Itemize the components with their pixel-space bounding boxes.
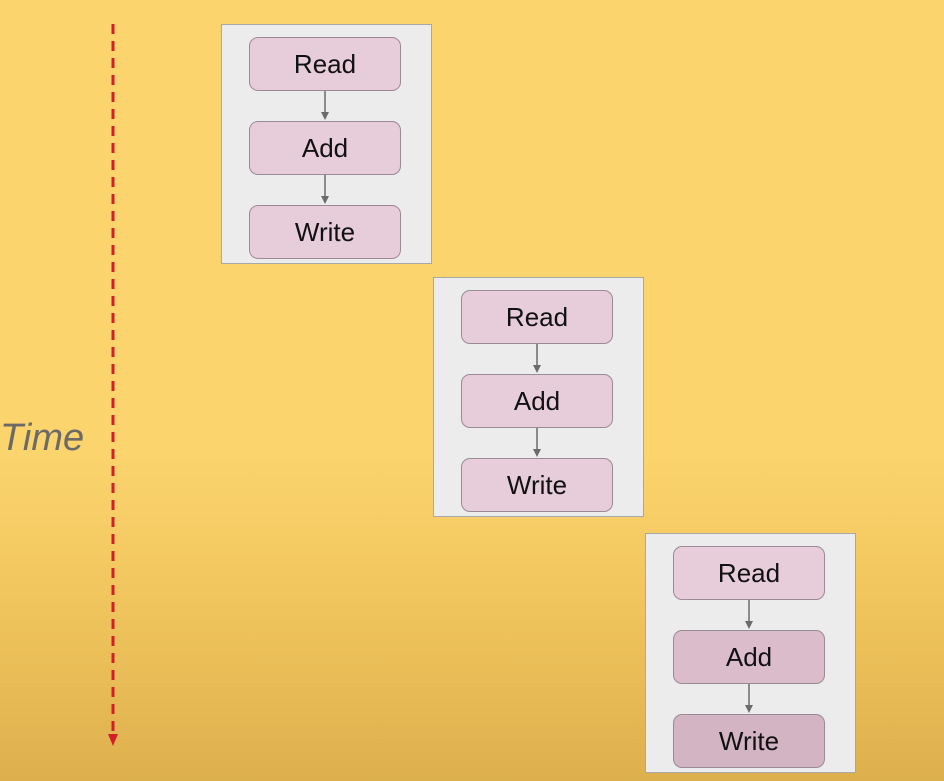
write-step: Write [461, 458, 613, 512]
arrow-down-icon [745, 684, 753, 713]
add-step: Add [249, 121, 401, 175]
read-step: Read [673, 546, 825, 600]
arrow-down-icon [321, 91, 329, 120]
write-step: Write [673, 714, 825, 768]
transaction-3: Read Add Write [645, 533, 856, 773]
time-arrow [108, 24, 118, 746]
time-label: Time [0, 417, 85, 459]
write-step: Write [249, 205, 401, 259]
read-step: Read [249, 37, 401, 91]
transaction-1: Read Add Write [221, 24, 432, 264]
arrow-down-icon [533, 428, 541, 457]
arrow-down-icon [533, 344, 541, 373]
arrow-down-icon [745, 600, 753, 629]
add-step: Add [461, 374, 613, 428]
add-step: Add [673, 630, 825, 684]
transaction-2: Read Add Write [433, 277, 644, 517]
read-step: Read [461, 290, 613, 344]
arrow-down-icon [321, 175, 329, 204]
